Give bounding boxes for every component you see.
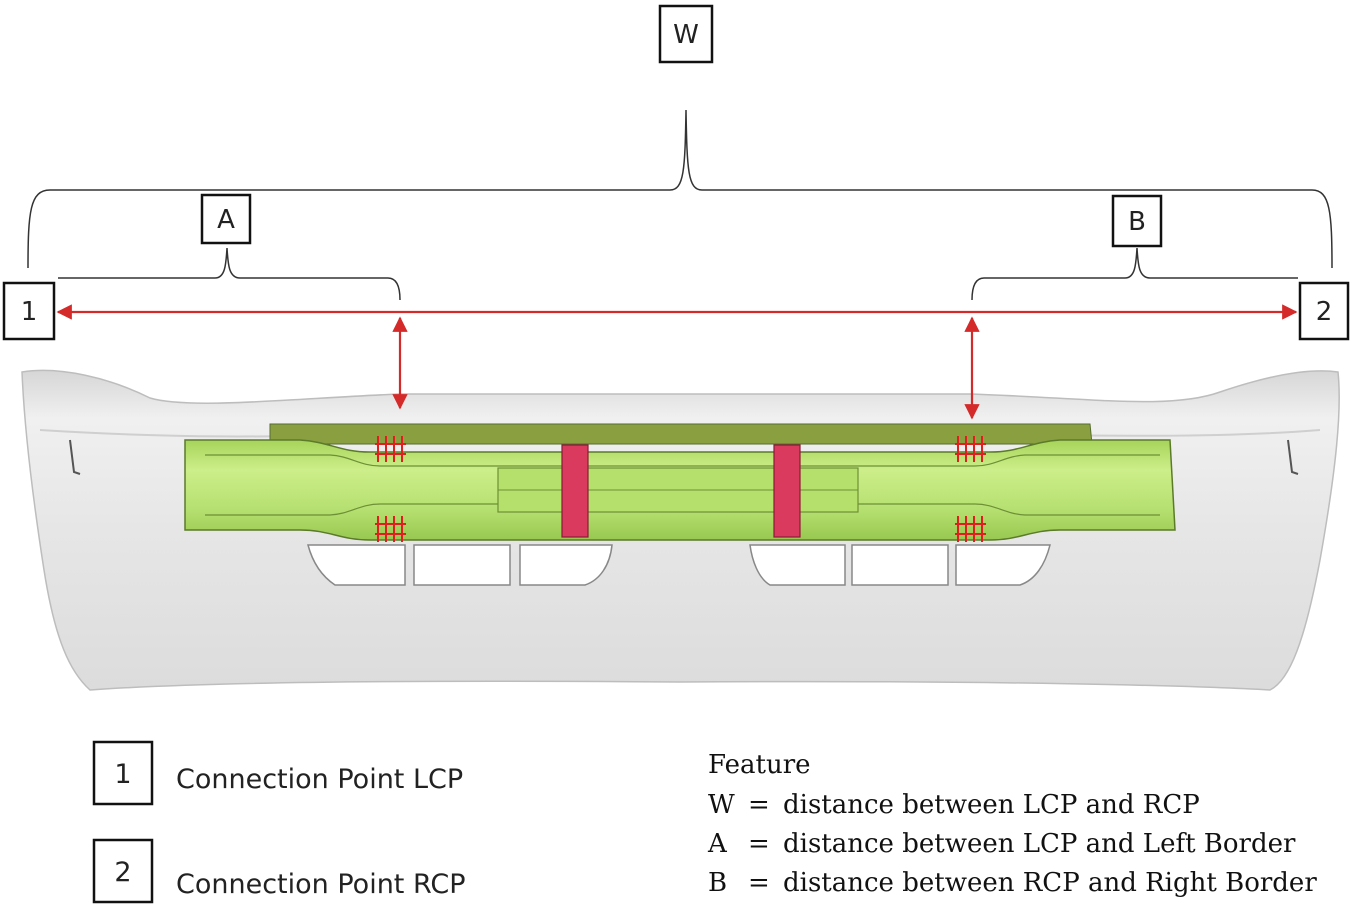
feature-line-a-key: A <box>707 829 728 859</box>
label-b: B <box>1128 207 1146 237</box>
label-a: A <box>217 205 235 235</box>
feature-line-w-key: W <box>708 790 735 820</box>
pad-right <box>773 444 801 538</box>
bracket-b <box>971 247 1298 301</box>
label-w-box: W <box>658 4 714 64</box>
feature-line-w-desc: distance between LCP and RCP <box>783 790 1200 820</box>
pad-left <box>561 444 589 538</box>
feature-block: Feature W = distance between LCP and RCP… <box>707 750 1317 898</box>
bracket-w <box>27 109 1333 269</box>
feature-line-a-eq: = <box>748 829 770 859</box>
feature-line-w-eq: = <box>748 790 770 820</box>
lcp-box-label: 1 <box>21 297 38 327</box>
lower-vents <box>307 544 1051 586</box>
reinforcement-beam <box>184 423 1176 541</box>
feature-line-a: A = distance between LCP and Left Border <box>707 829 1296 859</box>
feature-line-w: W = distance between LCP and RCP <box>708 790 1200 820</box>
dimension-arrows <box>56 304 1298 420</box>
mounting-pads <box>561 444 801 538</box>
legend-item-2: 2 Connection Point RCP <box>92 838 466 904</box>
legend: 1 Connection Point LCP 2 Connection Poin… <box>92 740 466 904</box>
label-a-box: A <box>200 193 252 245</box>
rcp-box-label: 2 <box>1316 297 1333 327</box>
label-b-box: B <box>1111 194 1163 248</box>
brackets <box>27 109 1333 301</box>
label-w: W <box>673 20 699 50</box>
bracket-a <box>58 247 401 301</box>
feature-line-b-eq: = <box>748 868 770 898</box>
feature-line-b: B = distance between RCP and Right Borde… <box>708 868 1317 898</box>
connection-hatches <box>375 436 986 542</box>
legend-item-1-text: Connection Point LCP <box>176 764 463 795</box>
legend-item-2-num: 2 <box>114 857 131 888</box>
feature-line-b-key: B <box>708 868 727 898</box>
lcp-box: 1 <box>2 281 56 341</box>
legend-item-1-num: 1 <box>114 759 131 790</box>
feature-title: Feature <box>708 750 811 780</box>
legend-item-1: 1 Connection Point LCP <box>92 740 463 806</box>
legend-item-2-text: Connection Point RCP <box>176 869 466 900</box>
rcp-box: 2 <box>1298 281 1350 341</box>
feature-line-a-desc: distance between LCP and Left Border <box>783 829 1296 859</box>
feature-line-b-desc: distance between RCP and Right Border <box>783 868 1317 898</box>
